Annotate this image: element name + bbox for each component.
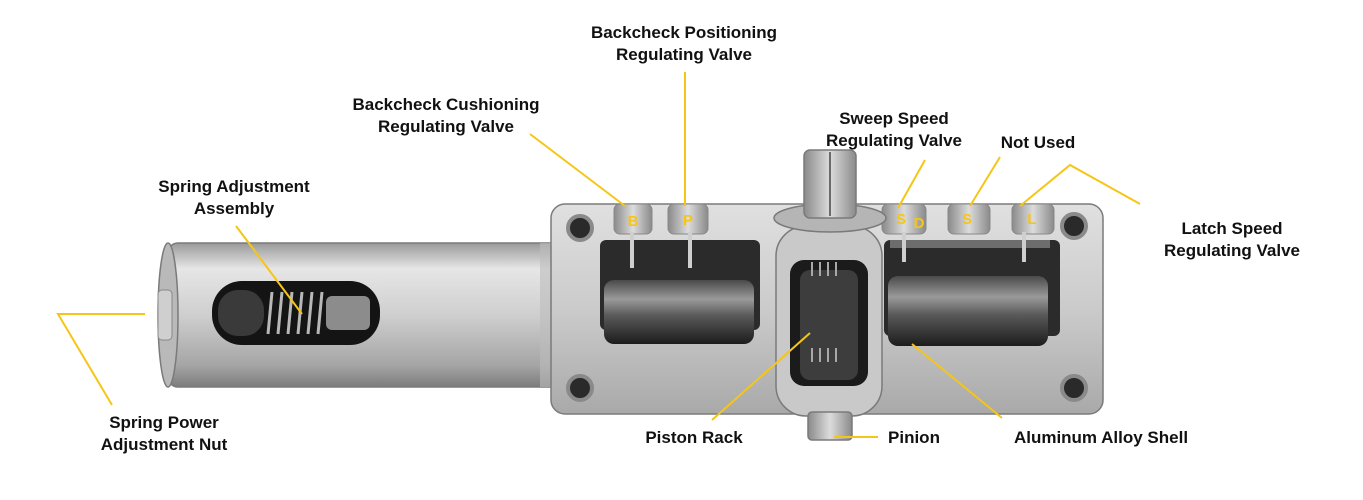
marker-b: B xyxy=(628,213,639,230)
leader-spring-power xyxy=(56,313,145,406)
label-backcheck-cushioning: Backcheck Cushioning Regulating Valve xyxy=(352,95,540,136)
label-piston-rack: Piston Rack xyxy=(645,428,743,447)
label-pinion: Pinion xyxy=(888,428,940,447)
leader-sweep-speed xyxy=(897,159,926,209)
leader-backcheck-cushioning xyxy=(529,133,626,207)
label-not-used: Not Used xyxy=(1000,133,1076,152)
label-aluminum-shell: Aluminum Alloy Shell xyxy=(1013,428,1189,447)
label-backcheck-positioning: Backcheck Positioning Regulating Valve xyxy=(590,23,778,64)
spring-cylinder xyxy=(157,242,561,388)
aluminum-body xyxy=(550,149,1104,441)
label-latch-speed: Latch Speed Regulating Valve xyxy=(1163,219,1301,260)
leader-lines xyxy=(56,72,1141,438)
label-spring-adjustment: Spring Adjustment Assembly xyxy=(158,177,310,218)
marker-s2: S xyxy=(962,211,972,228)
leader-spring-adjustment xyxy=(235,225,303,315)
leader-latch-speed xyxy=(1019,163,1141,207)
leader-aluminum-shell xyxy=(911,343,1003,419)
marker-d: D xyxy=(914,215,925,232)
leader-piston-rack xyxy=(711,332,811,421)
marker-s1: S xyxy=(896,211,906,228)
marker-p: P xyxy=(683,212,693,229)
label-sweep-speed: Sweep Speed Regulating Valve xyxy=(825,109,963,150)
marker-l: L xyxy=(1027,211,1036,228)
valve-markers: B P S D S L xyxy=(628,211,1037,232)
leader-not-used xyxy=(969,156,1001,207)
label-spring-power: Spring Power Adjustment Nut xyxy=(100,413,228,454)
